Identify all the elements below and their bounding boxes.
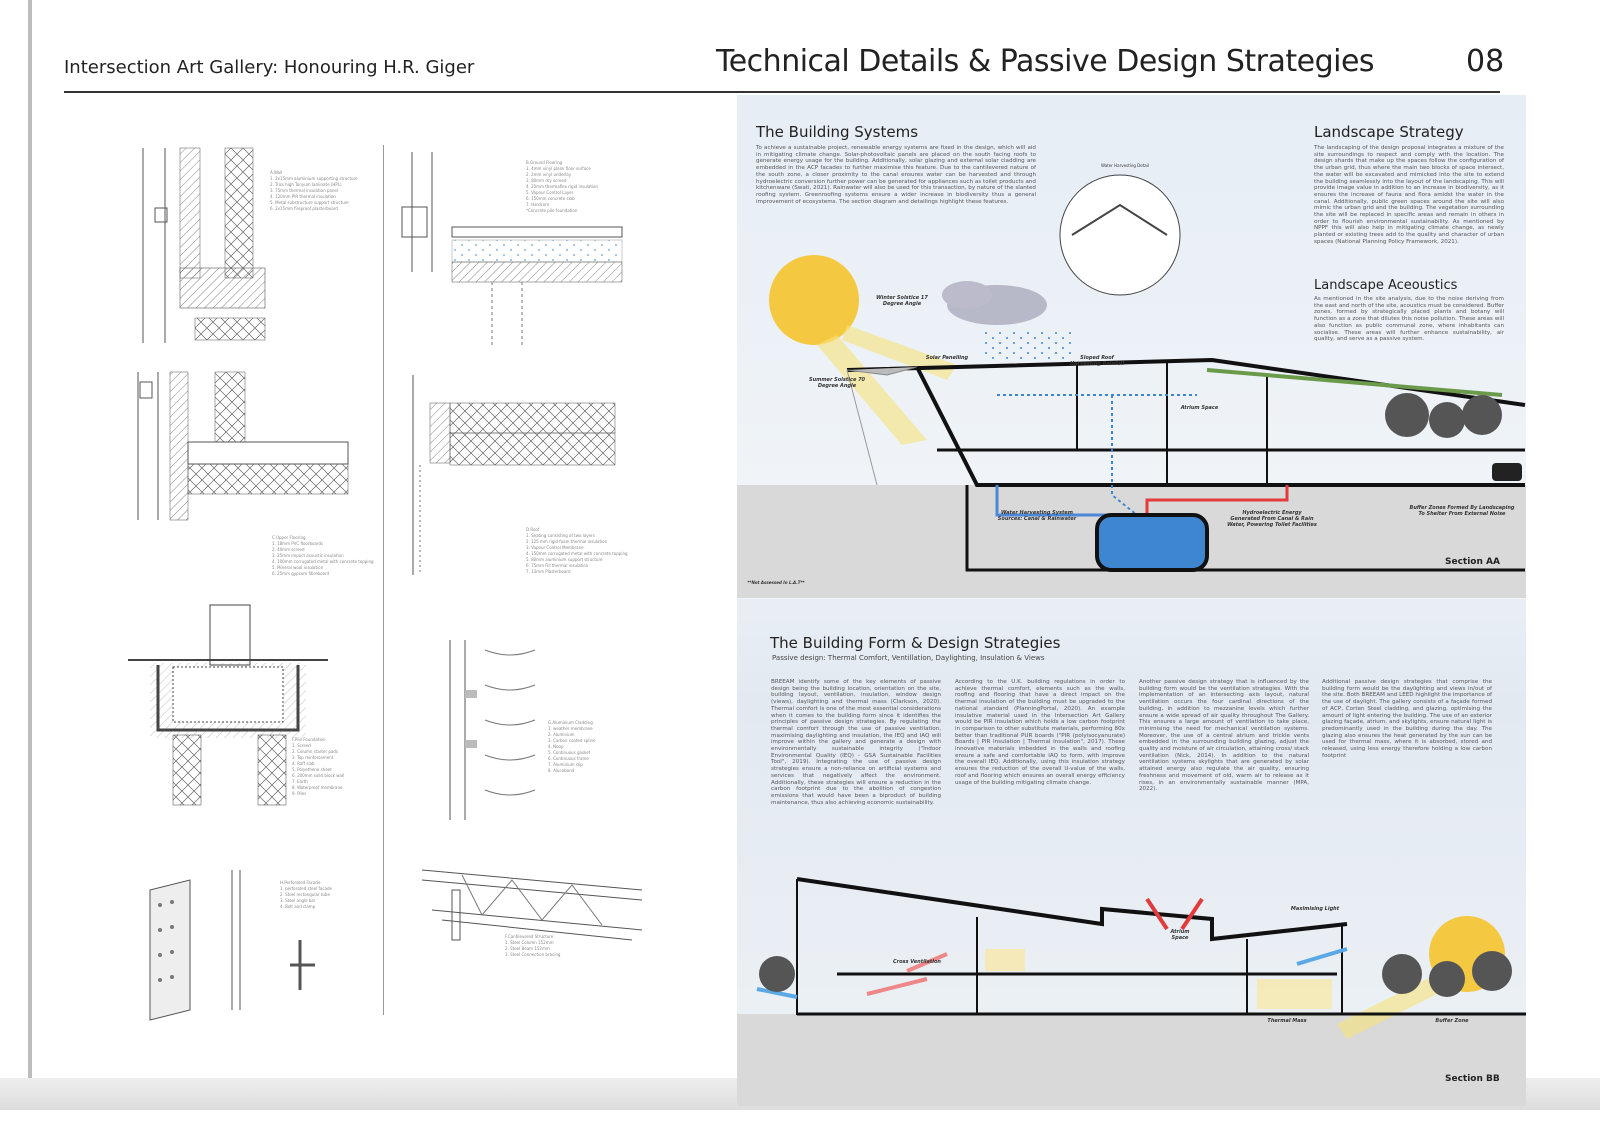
landscape-acoustics-heading: Landscape Aceoustics xyxy=(1314,278,1458,293)
text-column-2: According to the U.K. building regulatio… xyxy=(955,679,1125,786)
car-icon xyxy=(1492,463,1522,481)
tree-icons xyxy=(759,951,1512,997)
building-form-heading: The Building Form & Design Strategies xyxy=(770,634,1061,652)
upper-floor-detail-drawing xyxy=(137,371,349,521)
warm-air-arrow-icon xyxy=(866,952,948,996)
page-number: 08 xyxy=(1466,44,1505,79)
atrium-label: Atrium Space xyxy=(1170,929,1190,941)
rain-icon xyxy=(982,330,1072,360)
buffer-zone-label: Buffer Zone xyxy=(1435,1018,1469,1024)
landscape-strategy-heading: Landscape Strategy xyxy=(1314,123,1464,141)
aluminium-cladding-detail-drawing xyxy=(449,640,536,820)
header-rule xyxy=(64,91,1500,93)
sloped-roof-label: Sloped Roof Harvesting Rainfall xyxy=(1069,355,1125,367)
landscape-strategy-text: The landscaping of the design proposal i… xyxy=(1314,145,1504,245)
section-aa-label: Section AA xyxy=(1445,557,1500,567)
section-aa-diagram xyxy=(737,174,1526,598)
sun-icon xyxy=(769,255,859,345)
section-bb-label: Section BB xyxy=(1445,1074,1500,1084)
water-tank-icon xyxy=(1095,513,1209,572)
page-binding-edge xyxy=(28,0,32,1110)
hot-air-arrow-icon xyxy=(1145,897,1204,931)
cantilever-detail-drawing xyxy=(421,869,643,941)
hydroelectric-label: Hydroelectric Energy Generated From Cana… xyxy=(1227,510,1317,528)
landscape-acoustics-text: As mentioned in the site analysis, due t… xyxy=(1314,296,1504,343)
water-system-label: Water Harvesting System Sources: Canal &… xyxy=(997,510,1077,522)
buffer-zones-label: Buffer Zones Formed By Landscaping To Sh… xyxy=(1409,505,1515,517)
summer-solstice-label: Summer Solstice 70 Degree Angle xyxy=(808,377,866,389)
not-assessed-note: **Not Assessed In L.A.T** xyxy=(747,580,805,585)
section-outline xyxy=(915,366,1525,487)
building-systems-heading: The Building Systems xyxy=(756,123,919,141)
building-systems-text: To achieve a sustainable project, renewa… xyxy=(756,145,1036,205)
pile-foundation-detail-drawing xyxy=(128,604,328,806)
cloud-icon xyxy=(942,281,992,309)
cool-air-arrow-icon xyxy=(756,947,1348,999)
water-harvesting-detail-circle xyxy=(1059,174,1181,296)
project-title: Intersection Art Gallery: Honouring H.R.… xyxy=(64,57,475,78)
text-column-1: BREEAM identify some of the key elements… xyxy=(771,679,941,806)
maximising-light-label: Maximising Light xyxy=(1290,906,1340,912)
tree-icons xyxy=(1385,393,1502,438)
building-form-subheading: Passive design: Thermal Comfort, Ventill… xyxy=(772,654,1045,662)
text-column-4: Additional passive design strategies tha… xyxy=(1322,679,1492,759)
roof-line xyxy=(796,877,1348,942)
atrium-label: Atrium Space xyxy=(1180,405,1219,411)
page-title: Technical Details & Passive Design Strat… xyxy=(716,44,1375,79)
hydro-pipe xyxy=(1145,485,1289,525)
perforated-facade-detail-drawing xyxy=(149,870,315,1021)
ground xyxy=(737,1014,1526,1106)
section-bb-diagram xyxy=(737,877,1526,1106)
solar-panelling-label: Solar Panelling xyxy=(925,355,969,361)
sun-ray xyxy=(817,335,927,445)
sun-ray xyxy=(1337,974,1447,1039)
water-pipe xyxy=(995,485,1107,517)
passive-design-panel: The Building Systems To achieve a sustai… xyxy=(737,95,1526,1106)
wall-detail-drawing xyxy=(142,147,266,343)
section-aa: The Building Systems To achieve a sustai… xyxy=(737,95,1526,598)
water-detail-label: Water Harvesting Detail xyxy=(1101,163,1149,168)
ground-floor-detail-drawing xyxy=(401,152,623,347)
text-column-3: Another passive design strategy that is … xyxy=(1139,679,1309,793)
column-divider xyxy=(383,145,384,1015)
section-bb: The Building Form & Design Strategies Pa… xyxy=(737,598,1526,1106)
winter-solstice-label: Winter Solstice 17 Degree Angle xyxy=(876,295,928,307)
cross-ventilation-label: Cross Ventilation xyxy=(892,959,941,965)
roof-detail-drawing xyxy=(412,375,616,575)
roof-line xyxy=(846,357,1526,407)
thermal-mass xyxy=(1257,979,1332,1009)
thermal-mass-label: Thermal Mass xyxy=(1267,1018,1307,1024)
